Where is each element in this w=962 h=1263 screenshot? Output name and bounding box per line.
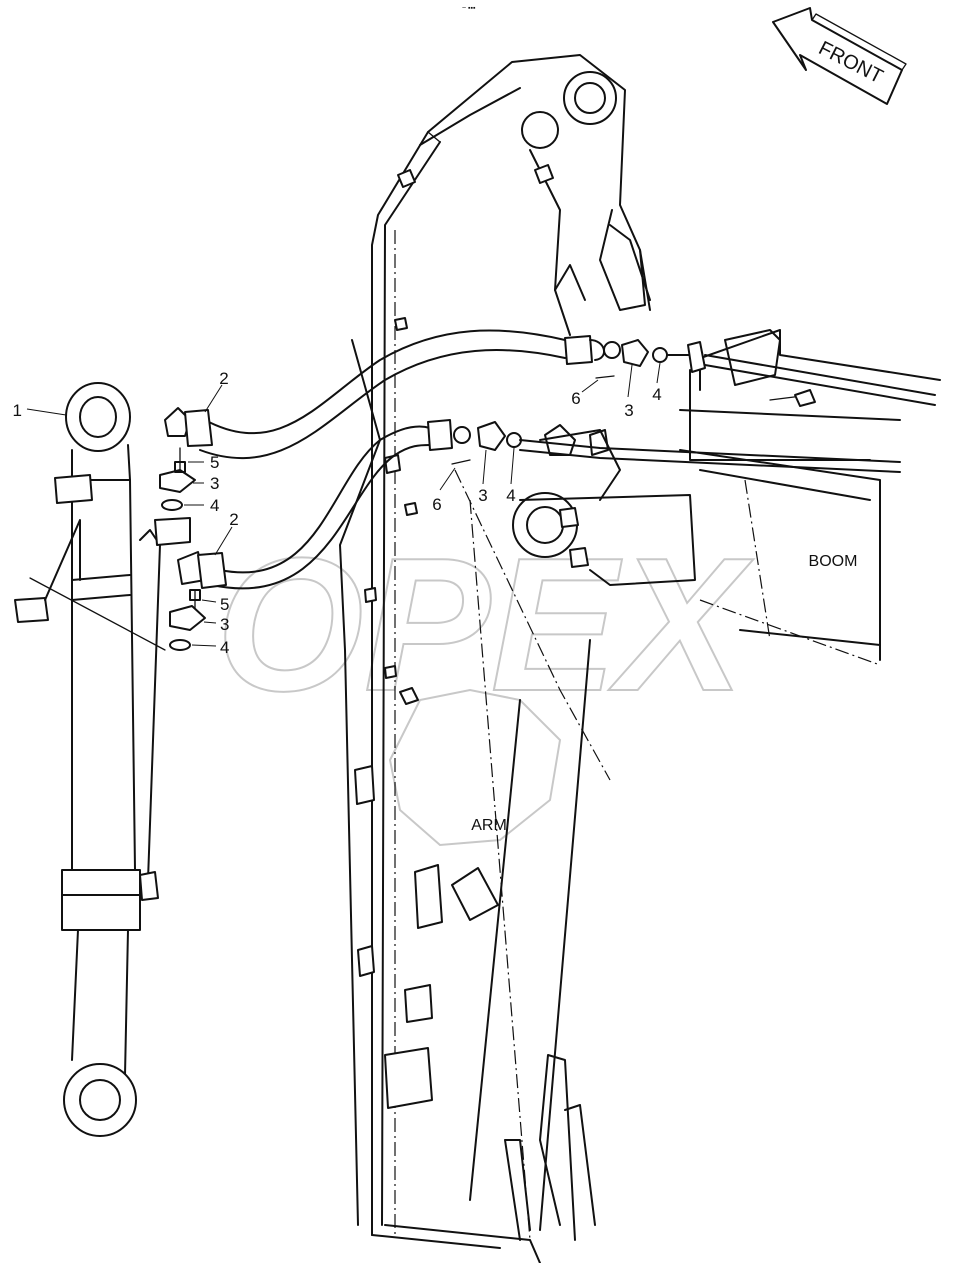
callout-6a: 6 bbox=[571, 389, 580, 408]
callout-4b: 4 bbox=[220, 638, 229, 657]
callout-3c: 3 bbox=[624, 401, 633, 420]
watermark-gear bbox=[388, 688, 562, 847]
callout-3b: 3 bbox=[220, 615, 229, 634]
callout-4d: 4 bbox=[506, 486, 515, 505]
boom-structure bbox=[512, 329, 941, 666]
boom-label: BOOM bbox=[809, 553, 858, 570]
callout-6b: 6 bbox=[432, 495, 441, 514]
front-label: FRONT bbox=[815, 37, 886, 88]
callout-2a: 2 bbox=[219, 369, 228, 388]
callout-1: 1 bbox=[13, 401, 22, 420]
callout-4a: 4 bbox=[210, 496, 219, 515]
callout-2b: 2 bbox=[229, 510, 238, 529]
front-arrow: FRONT bbox=[772, 7, 907, 105]
callouts: 1 2 2 5 3 4 5 3 4 6 3 4 6 3 4 bbox=[13, 362, 662, 657]
callout-3a: 3 bbox=[210, 474, 219, 493]
callout-5b: 5 bbox=[220, 595, 229, 614]
arm-label: ARM bbox=[471, 817, 507, 834]
watermark-text: OPEX bbox=[216, 519, 754, 731]
callout-4c: 4 bbox=[652, 385, 661, 404]
top-mark: ~ ▪▪▪ bbox=[462, 5, 476, 12]
callout-3d: 3 bbox=[478, 486, 487, 505]
cylinder-fittings bbox=[159, 407, 227, 651]
arm-structure bbox=[339, 54, 651, 1263]
hose-lower bbox=[211, 419, 901, 590]
watermark: OPEX bbox=[215, 518, 755, 847]
callout-5a: 5 bbox=[210, 453, 219, 472]
hose-upper bbox=[199, 329, 936, 460]
hydraulic-cylinder bbox=[14, 382, 191, 1137]
